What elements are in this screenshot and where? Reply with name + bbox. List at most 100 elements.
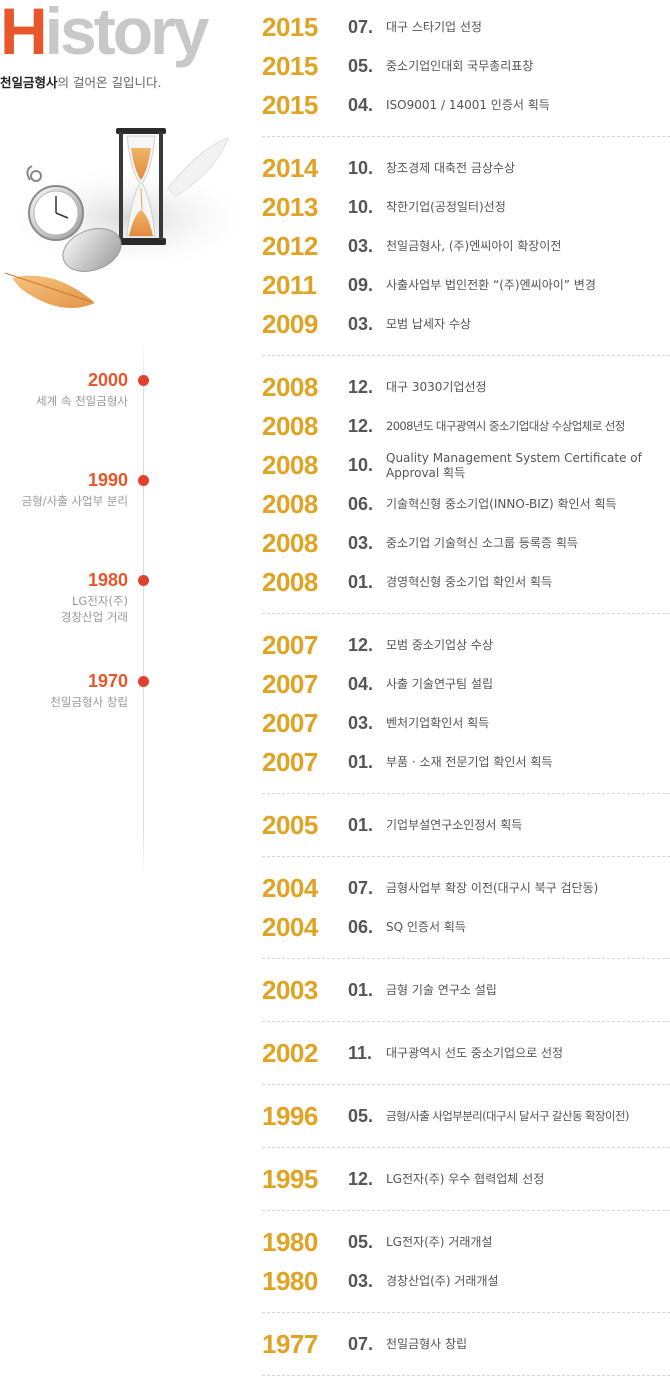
history-month: 01.	[348, 752, 374, 772]
subtitle-company: 천일금형사	[0, 75, 58, 90]
history-event: 2008년도 대구광역시 중소기업대상 수상업체로 선정	[386, 419, 625, 433]
history-month: 01.	[348, 572, 374, 592]
history-year: 1977	[262, 1329, 318, 1359]
era-description: 천일금형사 창립	[50, 695, 128, 709]
history-group: 1995 12. LG전자(주) 우수 협력업체 선정	[262, 1160, 670, 1211]
history-year: 2009	[262, 309, 318, 339]
history-month: 05.	[348, 1232, 374, 1252]
era-description: 경창산업 거래	[60, 610, 128, 624]
history-month: 12.	[348, 377, 374, 397]
era-dot	[138, 575, 149, 586]
history-month: 01.	[348, 980, 374, 1000]
history-year: 2005	[262, 810, 318, 840]
history-year: 2002	[262, 1038, 318, 1068]
history-row: 2003 01. 금형 기술 연구소 설립	[262, 971, 670, 1010]
history-event: SQ 인증서 획득	[386, 920, 466, 934]
title-rest: istory	[44, 0, 210, 68]
history-month: 12.	[348, 1169, 374, 1189]
history-month: 07.	[348, 878, 374, 898]
history-year: 2007	[262, 630, 318, 660]
history-month: 03.	[348, 1271, 374, 1291]
history-event: 대구 스타기업 선정	[386, 20, 482, 34]
history-event: 대구 3030기업선정	[386, 380, 487, 394]
history-year: 1980	[262, 1227, 318, 1257]
history-event: 금형 기술 연구소 설립	[386, 983, 497, 997]
history-month: 03.	[348, 236, 374, 256]
history-year: 2007	[262, 708, 318, 738]
history-year: 2008	[262, 372, 318, 402]
era-year: 1990	[87, 470, 128, 490]
history-row: 1995 12. LG전자(주) 우수 협력업체 선정	[262, 1160, 670, 1199]
history-group: 2002 11. 대구광역시 선도 중소기업으로 선정	[262, 1034, 670, 1085]
history-row: 2008 12. 대구 3030기업선정	[262, 368, 670, 407]
history-event: 금형/사출 사업부분리(대구시 달서구 갈산동 확장이전)	[386, 1109, 629, 1123]
history-month: 03.	[348, 314, 374, 334]
history-month: 03.	[348, 713, 374, 733]
era-2000: 2000 세계 속 천일금형사	[36, 370, 128, 409]
page-subtitle: 천일금형사의 걸어온 길입니다.	[0, 72, 161, 91]
history-month: 07.	[348, 17, 374, 37]
history-year: 2004	[262, 873, 318, 903]
history-month: 07.	[348, 1334, 374, 1354]
history-year: 2013	[262, 192, 318, 222]
history-year: 2015	[262, 51, 318, 81]
history-row: 2002 11. 대구광역시 선도 중소기업으로 선정	[262, 1034, 670, 1073]
history-event: 모범 납세자 수상	[386, 317, 471, 331]
history-month: 12.	[348, 416, 374, 436]
history-year: 1996	[262, 1101, 318, 1131]
history-event: 부품 · 소재 전문기업 확인서 획득	[386, 755, 553, 769]
history-event: 기술혁신형 중소기업(INNO-BIZ) 확인서 획득	[386, 497, 617, 511]
history-event: 사출 기술연구팀 설립	[386, 677, 493, 691]
history-group: 1977 07. 천일금형사 창립	[262, 1325, 670, 1376]
era-description: 세계 속 천일금형사	[36, 394, 128, 408]
history-month: 11.	[348, 1043, 373, 1063]
history-month: 10.	[348, 158, 374, 178]
era-dot	[138, 676, 149, 687]
history-event: 천일금형사, (주)엔씨아이 확장이전	[386, 239, 562, 253]
history-row: 1977 07. 천일금형사 창립	[262, 1325, 670, 1364]
history-event: LG전자(주) 거래개설	[386, 1235, 493, 1249]
subtitle-text: 의 걸어온 길입니다.	[57, 75, 162, 90]
history-month: 09.	[348, 275, 374, 295]
history-event: 대구광역시 선도 중소기업으로 선정	[386, 1046, 564, 1060]
era-description: 금형/사출 사업부 분리	[21, 494, 128, 508]
era-description: LG전자(주)	[71, 594, 128, 608]
history-year: 2015	[262, 90, 318, 120]
history-event: LG전자(주) 우수 협력업체 선정	[386, 1172, 545, 1186]
history-year: 2015	[262, 12, 318, 42]
era-year: 2000	[87, 370, 128, 390]
history-event: 모범 중소기업상 수상	[386, 638, 493, 652]
history-month: 03.	[348, 533, 374, 553]
history-event: 경영혁신형 중소기업 확인서 획득	[386, 575, 553, 589]
history-row: 1980 05. LG전자(주) 거래개설	[262, 1223, 670, 1262]
history-year: 2003	[262, 975, 318, 1005]
history-year: 1995	[262, 1164, 318, 1194]
history-event: 중소기업 기술혁신 소그룹 등록증 획득	[386, 536, 578, 550]
history-year: 2008	[262, 567, 318, 597]
era-dot	[138, 375, 149, 386]
history-event: 천일금형사 창립	[386, 1337, 468, 1351]
history-month: 10.	[348, 455, 374, 475]
history-group: 2003 01. 금형 기술 연구소 설립	[262, 971, 670, 1022]
era-1990: 1990 금형/사출 사업부 분리	[22, 470, 128, 509]
history-month: 10.	[348, 197, 374, 217]
left-panel: History 천일금형사의 걸어온 길입니다.	[0, 0, 245, 1365]
history-year: 2012	[262, 231, 318, 261]
